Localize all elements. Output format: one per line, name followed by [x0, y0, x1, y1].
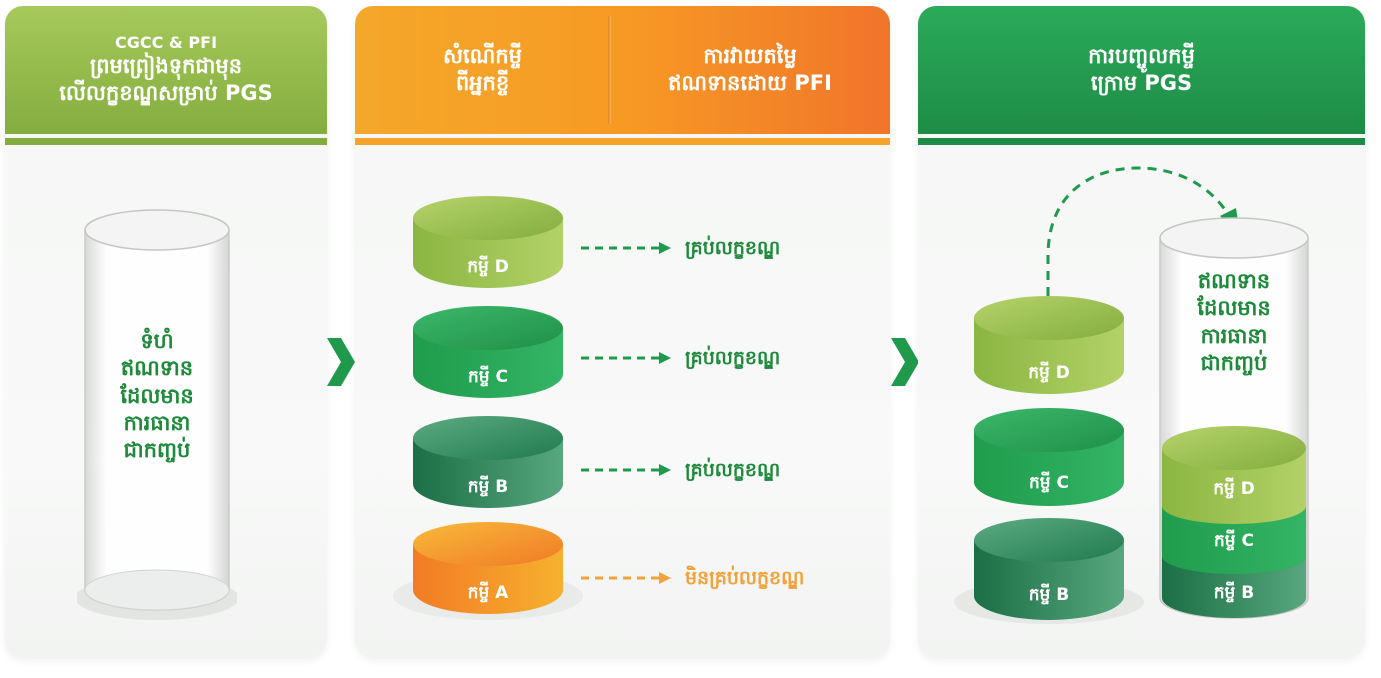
loan-c-cylinder	[413, 306, 563, 398]
loan-d-cylinder	[974, 296, 1124, 394]
header-right-line1: ការវាយតម្លៃ	[703, 44, 797, 69]
loan-c-label: កម្ចី C	[1029, 473, 1069, 493]
portfolio-line: ជាកញ្ចប់	[123, 438, 191, 463]
portfolio-container-cylinder	[77, 209, 237, 620]
header-right-line2: ឥណទានដោយ PFI	[668, 71, 832, 95]
portfolio-label: ទំហំ ឥណទាន ដែលមាន ការធានា ជាកញ្ចប់	[77, 328, 237, 464]
header-title-line1: ការបញ្ចូលកម្ចី	[1088, 44, 1195, 69]
loan-b-status: គ្រប់លក្ខខណ្ឌ	[685, 459, 781, 481]
portfolio-label: ឥណទាន ដែលមាន ការធានា ជាកញ្ចប់	[1156, 268, 1312, 377]
header-title-line2: ក្រោម PGS	[1090, 71, 1193, 95]
portfolio-line: ការធានា	[123, 410, 191, 435]
panel-assessment-header: សំណើកម្ចី ពីអ្នកខ្ចី ការវាយតម្លៃ ឥណទានដោ…	[355, 6, 890, 134]
header-title-line2: ព្រមព្រៀងទុកជាមុន	[89, 54, 243, 79]
loan-c-cylinder	[974, 408, 1124, 506]
loan-d-label: កម្ចី D	[1028, 363, 1070, 383]
header-underline	[918, 138, 1365, 145]
panel-agreement-header: CGCC & PFI ព្រមព្រៀងទុកជាមុន លើលក្ខខណ្ឌស…	[5, 6, 327, 134]
header-left-line2: ពីអ្នកខ្ចី	[455, 71, 510, 95]
portfolio-line: ការធានា	[1200, 323, 1268, 348]
header-left-line1: សំណើកម្ចី	[443, 44, 522, 69]
panel-agreement: CGCC & PFI ព្រមព្រៀងទុកជាមុន លើលក្ខខណ្ឌស…	[5, 6, 327, 658]
loan-b-cylinder	[413, 416, 563, 508]
panel-loan-assessment: សំណើកម្ចី ពីអ្នកខ្ចី ការវាយតម្លៃ ឥណទានដោ…	[355, 6, 890, 658]
loan-b-label: កម្ចី B	[1028, 585, 1070, 605]
header-title-line1: CGCC & PFI	[114, 32, 218, 52]
chevron-right-icon	[327, 338, 355, 386]
loan-c-status: គ្រប់លក្ខខណ្ឌ	[685, 347, 781, 369]
loan-a-cylinder	[393, 522, 583, 620]
portfolio-line: ទំហំ	[140, 329, 174, 353]
header-underline	[355, 138, 890, 145]
stacked-loan-b-label: កម្ចី B	[1213, 583, 1255, 603]
loan-a-status: មិនគ្រប់លក្ខខណ្ឌ	[685, 567, 805, 589]
arrow-right-icon	[581, 242, 671, 254]
header-divider	[608, 16, 611, 124]
loan-d-cylinder	[413, 196, 563, 288]
loan-a-label: កម្ចី A	[467, 583, 509, 603]
portfolio-line: ឥណទាន	[1197, 269, 1271, 293]
portfolio-line: ជាកញ្ចប់	[1200, 350, 1268, 375]
portfolio-container-cylinder	[1159, 217, 1309, 619]
chevron-right-icon	[891, 338, 919, 386]
arrow-right-icon	[581, 572, 671, 584]
loan-d-status: គ្រប់លក្ខខណ្ឌ	[685, 237, 781, 259]
portfolio-line: ដែលមាន	[1197, 296, 1271, 321]
header-title-line3: លើលក្ខខណ្ឌសម្រាប់ PGS	[59, 81, 273, 106]
stacked-loan-c-label: កម្ចី C	[1214, 531, 1254, 551]
arrow-right-icon	[581, 352, 671, 364]
panel-pgs-inclusion: ការបញ្ចូលកម្ចី ក្រោម PGS កម្ចី D កម្ចី C…	[918, 6, 1365, 658]
stacked-loan-d-label: កម្ចី D	[1213, 479, 1255, 499]
portfolio-line: ឥណទាន	[120, 356, 194, 381]
arrow-right-icon	[581, 464, 671, 476]
portfolio-line: ដែលមាន	[120, 383, 194, 408]
header-underline	[5, 138, 327, 145]
loan-d-label: កម្ចី D	[467, 257, 509, 277]
panel-inclusion-header: ការបញ្ចូលកម្ចី ក្រោម PGS	[918, 6, 1365, 134]
loan-b-label: កម្ចី B	[467, 477, 509, 497]
loan-b-cylinder	[954, 518, 1144, 624]
loan-c-label: កម្ចី C	[468, 367, 508, 387]
